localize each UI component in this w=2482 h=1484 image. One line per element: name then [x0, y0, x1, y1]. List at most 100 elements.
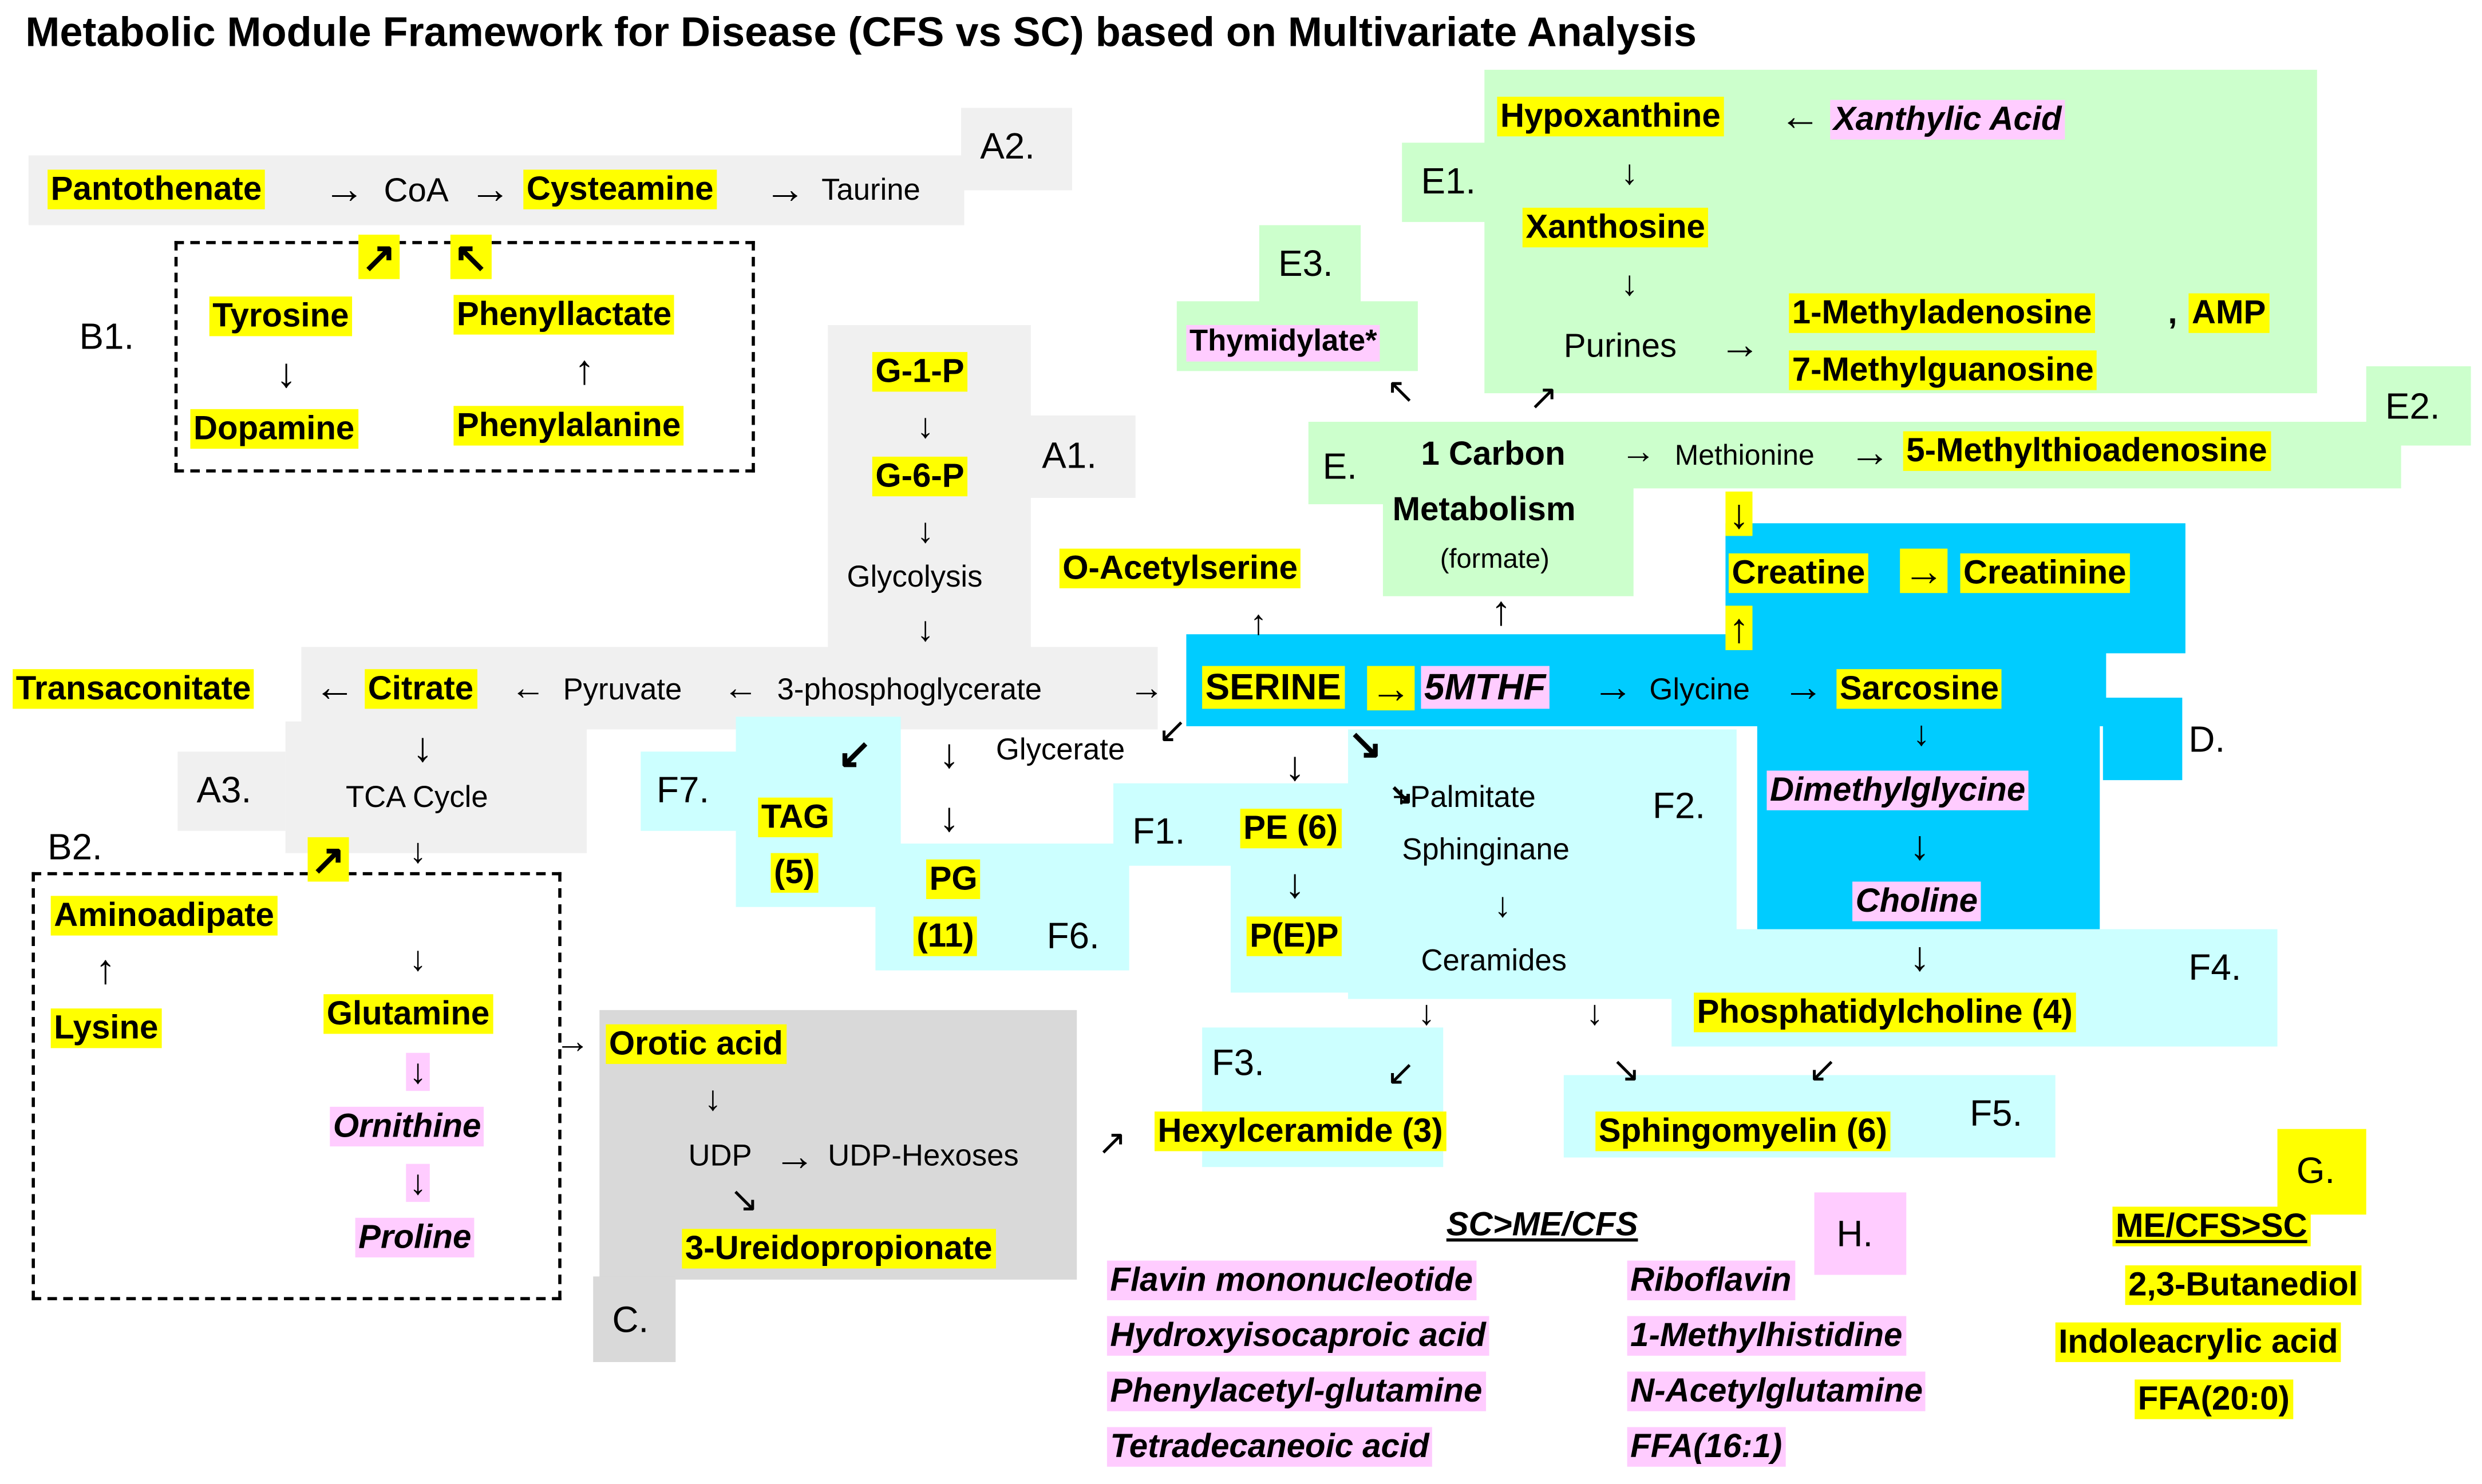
module-label-f6: F6.: [1046, 915, 1100, 956]
arrow-right-icon: →: [323, 165, 365, 213]
arrow-down-icon: ↓: [1586, 992, 1604, 1032]
metabolite-5-methylthioadenosine: 5-Methylthioadenosine: [1903, 431, 2271, 472]
group-g-item: FFA(20:0): [2135, 1379, 2293, 1419]
arrow-right-icon: →: [1621, 431, 1656, 471]
arrow-down-icon: ↓: [939, 793, 960, 841]
metabolite-xanthylic-acid: Xanthylic Acid: [1830, 100, 2065, 140]
module-e-label-box: [1308, 421, 1388, 505]
arrow-down-icon: ↓: [916, 406, 934, 446]
metabolite-glutamine: Glutamine: [323, 994, 493, 1034]
module-label-a1: A1.: [1042, 434, 1097, 476]
arrow-right-icon: →: [469, 165, 511, 213]
module-e-region: [1382, 421, 1634, 596]
arrow-right-icon: →: [1592, 663, 1634, 711]
arrow-down-icon: ↓: [1909, 932, 1930, 980]
module-label-b1: B1.: [79, 315, 135, 357]
arrow-down-icon: ↓: [406, 1052, 430, 1091]
arrow-left-icon: ←: [314, 663, 355, 711]
group-g-item: 2,3-Butanediol: [2125, 1265, 2361, 1305]
group-h-item: Hydroxyisocaproic acid: [1106, 1316, 1489, 1356]
module-label-e3: E3.: [1278, 242, 1333, 284]
metabolite-glycolysis: Glycolysis: [847, 561, 983, 595]
module-label-a3: A3.: [196, 769, 252, 810]
arrow-down-left-icon: ↙: [1157, 710, 1187, 750]
arrow-up-right-icon: ↗: [307, 837, 349, 882]
arrow-down-icon: ↓: [1621, 263, 1639, 303]
arrow-down-right-icon: ↘: [1348, 719, 1383, 767]
metabolite-palmitate: +Palmitate: [1392, 781, 1536, 816]
arrow-down-icon: ↓: [939, 729, 960, 777]
metabolite-serine: SERINE: [1202, 666, 1345, 710]
metabolite-sphinginane: Sphinginane: [1402, 834, 1570, 868]
metabolite-3-phosphoglycerate: 3-phosphoglycerate: [777, 674, 1042, 707]
module-label-b2: B2.: [48, 826, 102, 868]
group-h-item: 1-Methylhistidine: [1627, 1316, 1906, 1356]
arrow-up-icon: ↑: [1250, 602, 1267, 643]
arrow-left-icon: ←: [511, 667, 546, 707]
module-d-label-box: [2102, 698, 2183, 781]
arrow-up-left-icon: ↖: [450, 235, 492, 279]
group-h-item: Riboflavin: [1627, 1260, 1795, 1301]
arrow-down-icon: ↓: [704, 1078, 722, 1118]
arrow-right-icon: →: [1367, 666, 1415, 711]
module-a1-label-box: [1027, 415, 1136, 498]
metabolite-aminoadipate: Aminoadipate: [50, 896, 278, 936]
metabolite-g1p: G-1-P: [872, 352, 968, 392]
arrow-left-icon: ←: [1779, 92, 1821, 140]
one-carbon-title-line2: Metabolism: [1392, 491, 1576, 528]
metabolite-xanthosine: Xanthosine: [1522, 207, 1709, 248]
module-e3-label-box: [1259, 225, 1361, 304]
group-h-header: SC>ME/CFS: [1446, 1206, 1638, 1243]
metabolite-pep: P(E)P: [1246, 916, 1342, 956]
metabolite-glycine: Glycine: [1649, 674, 1750, 707]
arrow-down-icon: ↓: [412, 723, 433, 771]
group-h-item: FFA(16:1): [1627, 1427, 1785, 1467]
metabolite-lysine: Lysine: [50, 1008, 161, 1048]
arrow-down-icon: ↓: [406, 1164, 430, 1202]
metabolite-ornithine: Ornithine: [330, 1106, 484, 1147]
metabolite-pantothenate: Pantothenate: [48, 169, 265, 209]
arrow-down-right-icon: ↘: [1389, 778, 1413, 810]
arrow-down-left-icon: ↙: [1808, 1050, 1837, 1090]
module-h-label-box: [1814, 1192, 1907, 1275]
arrow-right-icon: →: [1719, 320, 1761, 368]
separator-comma: ,: [2168, 295, 2177, 332]
arrow-up-icon: ↑: [574, 345, 595, 394]
module-label-g: G.: [2296, 1149, 2335, 1191]
metabolite-udp-hexoses: UDP-Hexoses: [828, 1140, 1019, 1174]
arrow-down-icon: ↓: [916, 511, 934, 551]
one-carbon-title-line1: 1 Carbon: [1421, 436, 1566, 473]
module-label-c: C.: [612, 1299, 649, 1340]
arrow-down-icon: ↓: [1909, 821, 1930, 869]
metabolite-tca-cycle: TCA Cycle: [345, 781, 488, 816]
arrow-down-right-icon: ↘: [729, 1180, 759, 1220]
arrow-up-right-icon: ↗: [1528, 377, 1558, 417]
module-label-d: D.: [2188, 718, 2226, 760]
module-label-e: E.: [1322, 445, 1357, 487]
module-label-f1: F1.: [1132, 810, 1185, 852]
metabolite-glycerate: Glycerate: [995, 734, 1125, 767]
group-g-item: Indoleacrylic acid: [2055, 1322, 2342, 1363]
module-label-e1: E1.: [1421, 160, 1476, 201]
metabolite-coa: CoA: [384, 172, 449, 209]
arrow-down-icon: ↓: [1912, 713, 1930, 754]
arrow-down-icon: ↓: [276, 349, 297, 397]
module-label-e2: E2.: [2385, 385, 2440, 427]
metabolite-proline: Proline: [355, 1217, 475, 1258]
metabolite-citrate: Citrate: [365, 669, 477, 709]
group-g-header-text: ME/CFS>SC: [2115, 1208, 2307, 1245]
metabolite-sphingomyelin: Sphingomyelin (6): [1595, 1111, 1891, 1151]
arrow-down-right-icon: ↘: [1611, 1050, 1641, 1090]
metabolite-creatine: Creatine: [1728, 553, 1868, 593]
metabolite-pg-count: (11): [913, 916, 978, 956]
metabolite-hexylceramide: Hexylceramide (3): [1154, 1111, 1446, 1151]
group-h-item: Phenylacetyl-glutamine: [1106, 1371, 1485, 1412]
arrow-down-icon: ↓: [916, 608, 934, 649]
module-label-h: H.: [1836, 1213, 1874, 1255]
metabolite-tag: TAG: [758, 797, 832, 838]
module-label-f7: F7.: [657, 769, 710, 810]
module-label-f2: F2.: [1652, 785, 1706, 826]
metabolite-udp: UDP: [688, 1140, 752, 1174]
arrow-down-icon: ↓: [1725, 491, 1753, 536]
